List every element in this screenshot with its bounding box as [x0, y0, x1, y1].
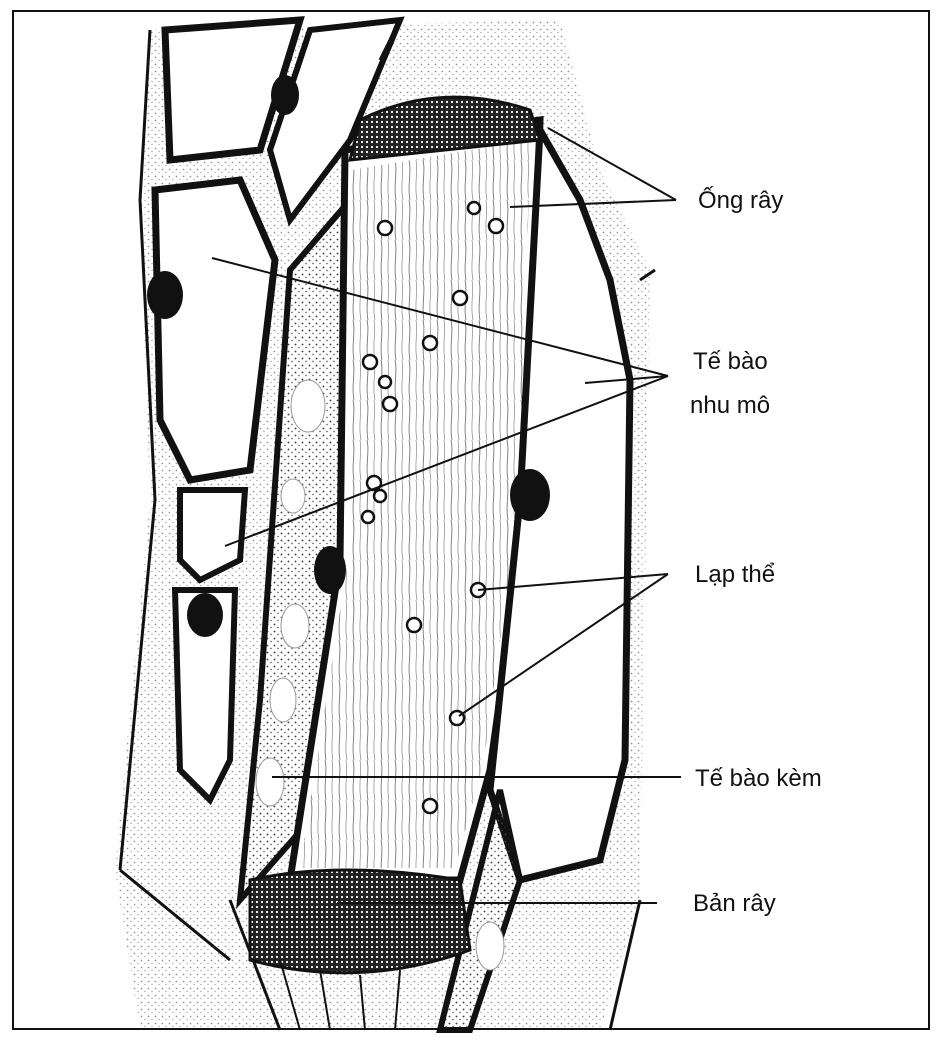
label-plastid: Lạp thể	[695, 561, 775, 588]
label-sieve-plate: Bản rây	[693, 890, 776, 917]
label-companion-cell: Tế bào kèm	[695, 765, 822, 792]
label-parenchyma-line1: Tế bào	[693, 348, 768, 375]
label-sieve-tube: Ống rây	[698, 186, 783, 214]
label-parenchyma-line2: nhu mô	[690, 392, 770, 419]
labels: Ống rây Tế bào nhu mô Lạp thể Tế bào kèm…	[690, 186, 822, 917]
